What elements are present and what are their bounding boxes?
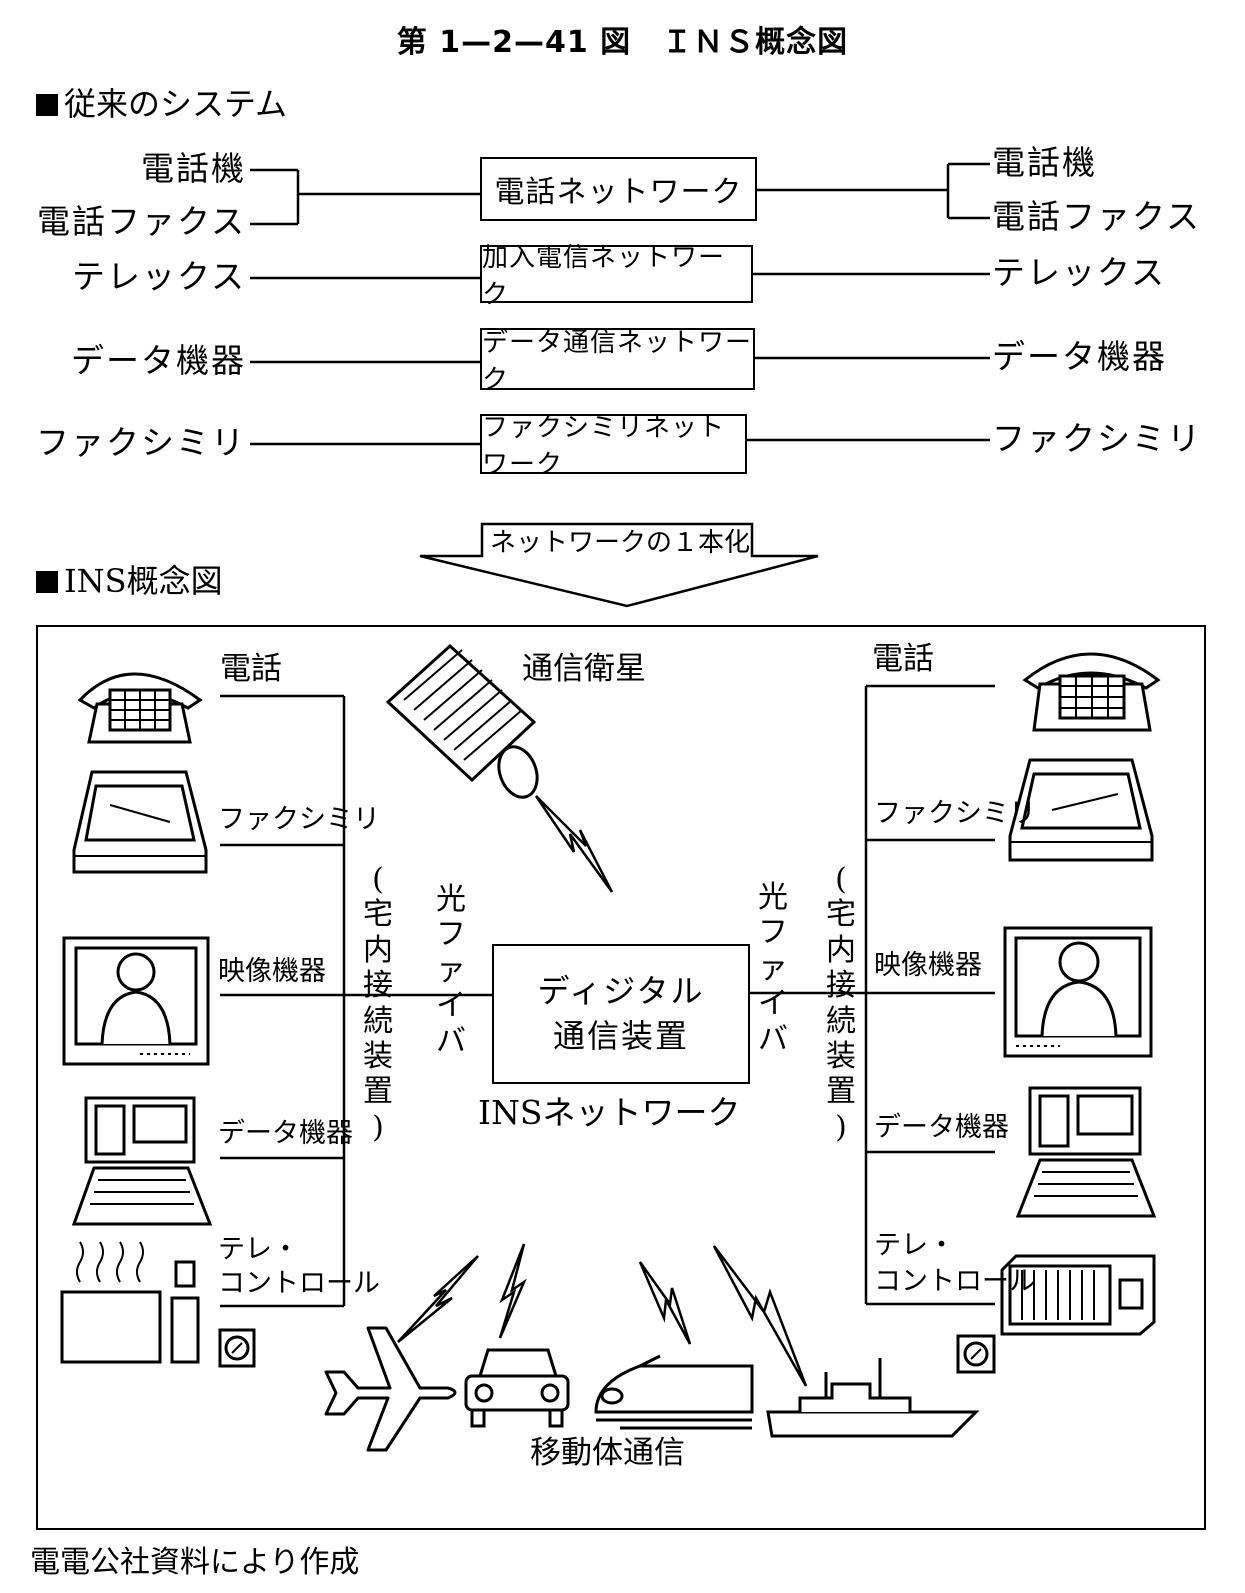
satellite-icon — [385, 643, 539, 799]
old-left-data-equipment: データ機器 — [71, 341, 246, 380]
monitor-icon — [62, 936, 210, 1066]
fiber-right-label: 光ファイバ — [758, 880, 788, 1057]
satellite-label: 通信衛星 — [522, 651, 646, 687]
old-left-phone-fax: 電話ファクス — [36, 202, 246, 241]
old-left-facsimile: ファクシミリ — [36, 423, 246, 462]
car-icon — [464, 1348, 570, 1428]
right-telecontrol-label-1: テレ・ — [874, 1230, 955, 1261]
telephone-icon — [1022, 652, 1161, 732]
section-ins-label: INS概念図 — [64, 562, 223, 600]
monitor-icon — [1003, 926, 1153, 1058]
outlet-icon — [956, 1334, 996, 1374]
old-right-phone-fax: 電話ファクス — [992, 197, 1202, 236]
core-line1: ディジタル — [537, 972, 705, 1011]
computer-icon — [1015, 1086, 1157, 1218]
old-right-telex: テレックス — [992, 253, 1167, 292]
left-fax-label: ファクシミリ — [218, 804, 380, 835]
old-right-data-equipment: データ機器 — [992, 337, 1167, 376]
left-phone-label: 電話 — [220, 651, 282, 687]
left-telecontrol-label-2: コントロール — [218, 1268, 380, 1299]
mobile-label: 移動体通信 — [530, 1435, 685, 1471]
right-fax-label: ファクシミリ — [874, 798, 1036, 829]
left-data-label: データ機器 — [218, 1118, 353, 1149]
arrow-label: ネットワークの１本化 — [490, 528, 751, 558]
old-right-telephone: 電話機 — [992, 143, 1097, 182]
left-telecontrol-label-1: テレ・ — [218, 1234, 299, 1265]
right-phone-label: 電話 — [872, 641, 934, 677]
right-data-label: データ機器 — [874, 1112, 1009, 1143]
home-device-right-label: (宅内接続装置) — [826, 862, 856, 1145]
lightning-icon — [397, 795, 808, 1387]
data-network-box: データ通信ネットワーク — [480, 328, 755, 395]
right-video-label: 映像機器 — [874, 950, 982, 981]
source-note: 電電公社資料により作成 — [30, 1545, 360, 1580]
airplane-icon — [324, 1326, 457, 1452]
section-old-label: 従来のシステム — [64, 85, 288, 123]
section-square-icon — [36, 94, 58, 116]
telephone-network-box: 電話ネットワーク — [480, 157, 757, 221]
computer-icon — [71, 1096, 213, 1226]
heater-icon — [60, 1241, 200, 1364]
figure-title: 第 1—2—41 図 ＩＮＳ概念図 — [396, 25, 849, 60]
ins-network-label: INSネットワーク — [478, 1093, 741, 1132]
fax-network-box: ファクシミリネットワーク — [480, 413, 747, 480]
core-line2: 通信装置 — [552, 1017, 689, 1055]
fiber-left-label: 光ファイバ — [436, 882, 466, 1059]
section-ins-header: INS概念図 — [36, 565, 223, 597]
left-video-label: 映像機器 — [218, 956, 326, 987]
train-icon — [594, 1354, 754, 1430]
right-telecontrol-label-2: コントロール — [874, 1266, 1036, 1297]
ins-frame — [36, 625, 1206, 1530]
old-right-facsimile: ファクシミリ — [992, 419, 1202, 458]
heater-icon — [1000, 1254, 1156, 1336]
old-left-telex: テレックス — [71, 257, 246, 296]
section-square-icon — [36, 571, 58, 593]
ship-icon — [766, 1358, 980, 1438]
outlet-icon — [218, 1328, 256, 1368]
home-device-left-label: (宅内接続装置) — [363, 862, 393, 1145]
old-left-telephone: 電話機 — [141, 149, 246, 188]
digital-comm-device-box: ディジタル 通信装置 — [492, 944, 750, 1084]
telephone-icon — [77, 672, 203, 744]
section-old-header: 従来のシステム — [36, 88, 287, 120]
telex-network-box: 加入電信ネットワーク — [480, 243, 753, 310]
facsimile-icon — [1008, 758, 1154, 862]
facsimile-icon — [72, 770, 208, 874]
